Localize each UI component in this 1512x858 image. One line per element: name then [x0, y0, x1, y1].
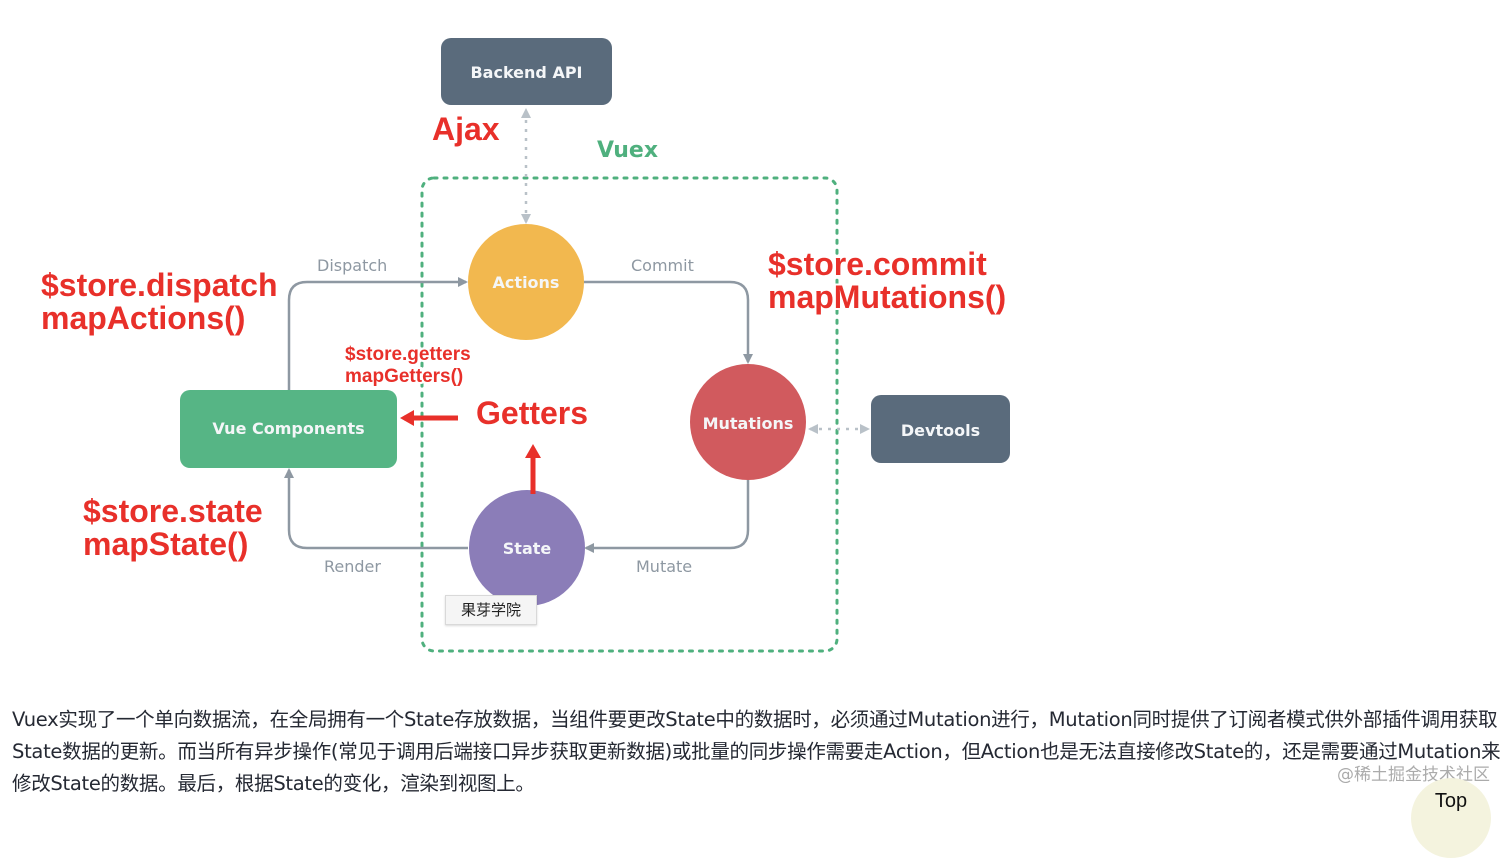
mutate-arrow: [584, 480, 750, 553]
dispatch-arrow: [287, 277, 468, 390]
dispatch-label: Dispatch: [317, 256, 387, 275]
commit-annotation-line2: mapMutations(): [768, 279, 1006, 315]
getters-annotation-line2: mapGetters(): [345, 366, 463, 387]
dispatch-annotation-line1: $store.dispatch: [41, 267, 278, 303]
state-annotation-line1: $store.state: [83, 493, 263, 529]
getters-annotation-line1: $store.getters: [345, 344, 471, 365]
getters-annotation: Getters: [476, 395, 588, 431]
svg-text:Vue Components: Vue Components: [212, 419, 364, 438]
svg-text:State: State: [503, 539, 552, 558]
vuex-label: Vuex: [597, 138, 658, 163]
commit-annotation-line1: $store.commit: [768, 246, 987, 282]
state-annotation-line2: mapState(): [83, 526, 248, 562]
vuex-boundary: [420, 176, 839, 653]
svg-text:Actions: Actions: [493, 273, 560, 292]
devtools-node: Devtools: [871, 395, 1010, 463]
commit-arrow: [584, 280, 753, 364]
svg-text:Backend API: Backend API: [470, 63, 582, 82]
actions-node: Actions: [468, 224, 584, 340]
render-label: Render: [324, 557, 381, 576]
state-node: State: [469, 490, 585, 606]
commit-label: Commit: [631, 256, 694, 275]
render-arrow: [284, 468, 468, 550]
vue-components-node: Vue Components: [180, 390, 397, 468]
mutations-node: Mutations: [690, 364, 806, 480]
ajax-annotation: Ajax: [432, 111, 500, 147]
image-source-tag: 果芽学院: [445, 595, 537, 625]
dispatch-annotation-line2: mapActions(): [41, 300, 245, 336]
vuex-diagram: Vuex Dispatch Commit Mutate Render Backe…: [39, 38, 1010, 653]
svg-text:Mutations: Mutations: [703, 414, 794, 433]
svg-text:Devtools: Devtools: [901, 421, 980, 440]
article-paragraph: Vuex实现了一个单向数据流，在全局拥有一个State存放数据，当组件要更改St…: [12, 708, 1501, 795]
mutate-label: Mutate: [636, 557, 692, 576]
backend-api-node: Backend API: [441, 38, 612, 105]
back-to-top-button[interactable]: Top: [1411, 778, 1491, 858]
